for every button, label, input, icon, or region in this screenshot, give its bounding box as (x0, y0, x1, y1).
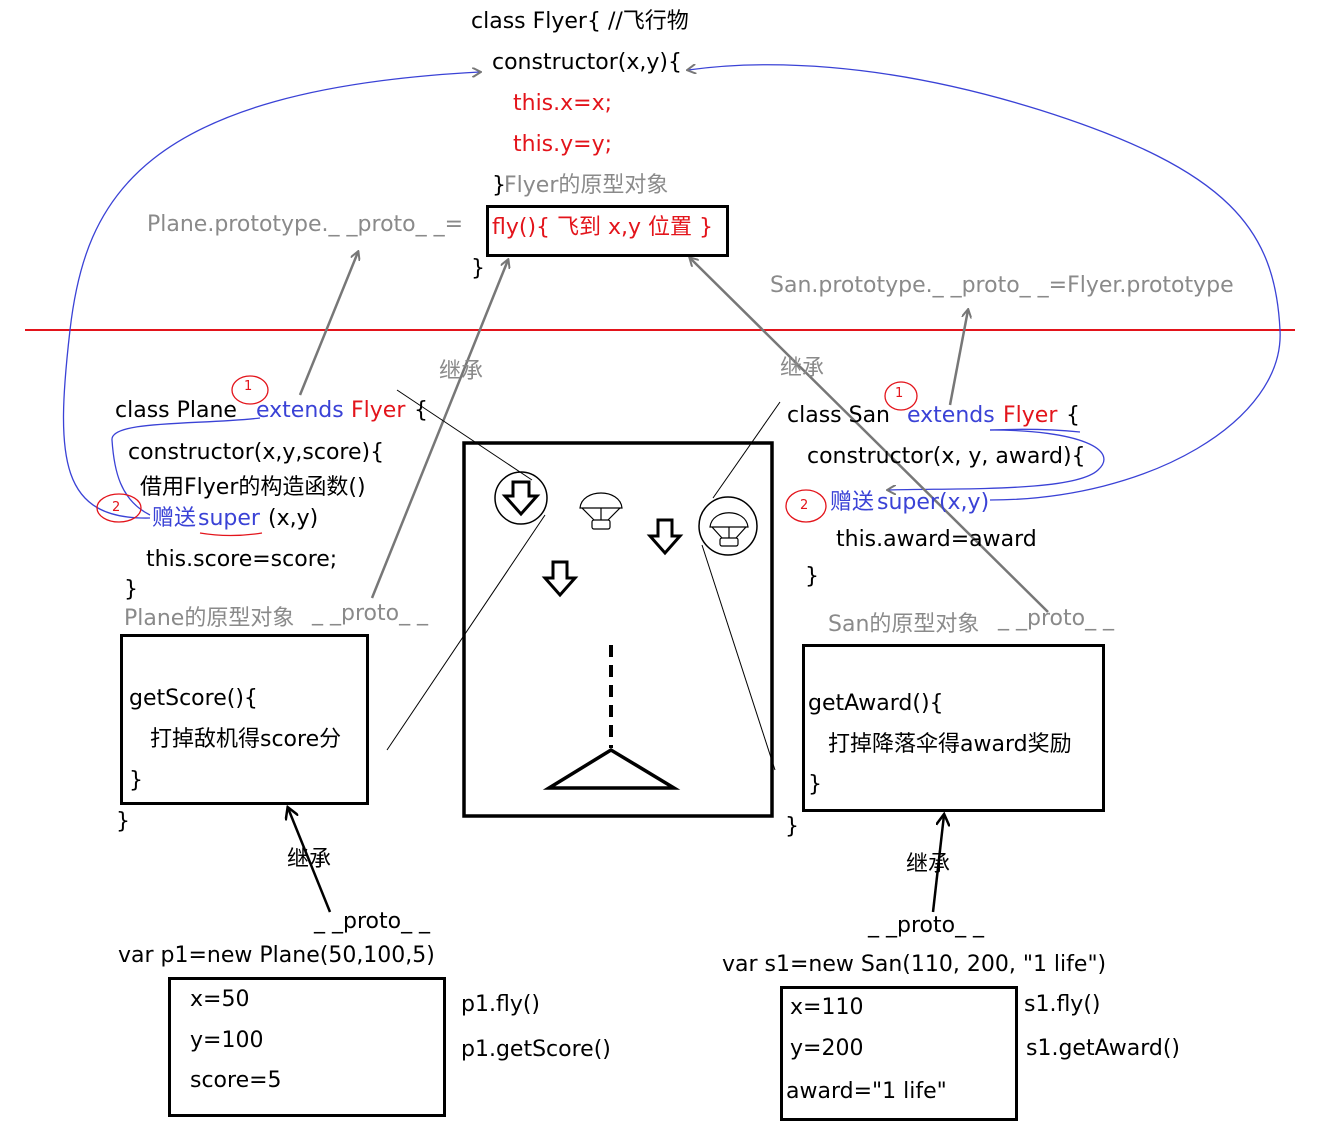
s1-proto-arrow (931, 815, 944, 913)
flyer-constructor-close: } (492, 173, 506, 198)
san-class-close: } (785, 814, 799, 839)
san-step-2: 2 (800, 498, 809, 513)
s1-object-box (780, 986, 1018, 1121)
san-proto-pointer (701, 544, 776, 771)
inherit-label-p1: 继承 (287, 847, 332, 872)
s1-x-value: x=110 (790, 995, 864, 1020)
enemy-plane-icon (501, 480, 541, 517)
plane-getscore-body: 打掉敌机得score分 (150, 727, 342, 752)
s1-y-value: y=200 (790, 1036, 864, 1061)
plane-class-close: } (116, 809, 130, 834)
san-extends-keyword: extends (907, 403, 995, 428)
san-prototype-label: San的原型对象 (828, 612, 980, 637)
flyer-class-close: } (471, 256, 485, 281)
parachute-circle (698, 496, 758, 556)
flyer-this-x: this.x=x; (513, 91, 613, 116)
p1-fly-call: p1.fly() (461, 992, 540, 1017)
san-parent-name: Flyer (1003, 403, 1058, 428)
san-award-assign: this.award=award (836, 527, 1037, 552)
s1-fly-call: s1.fly() (1024, 992, 1101, 1017)
san-proto-link: _ _proto_ _ (998, 606, 1115, 631)
san-constructor-close: } (805, 564, 819, 589)
plane-step-2: 2 (112, 500, 121, 515)
plane-proto-link: _ _proto_ _ (312, 601, 429, 626)
plane-prototype-label: Plane的原型对象 (124, 606, 295, 631)
super-curve-left (62, 72, 480, 519)
p1-object-box (168, 977, 446, 1117)
s1-proto-link: _ _proto_ _ (868, 913, 985, 938)
super-underline (199, 532, 263, 537)
p1-y-value: y=100 (190, 1028, 264, 1053)
plane-constructor-line: constructor(x,y,score){ (128, 440, 385, 465)
plane-circle-1 (231, 375, 269, 405)
san-proto-equation: San.prototype._ _proto_ _=Flyer.prototyp… (770, 273, 1234, 298)
plane-class-brace: { (414, 398, 428, 423)
plane-to-flyer-arrow (370, 260, 508, 599)
plane-circle-2 (96, 493, 142, 523)
p1-proto-arrow (288, 808, 332, 913)
flyer-class-line: class Flyer{ //飞行物 (471, 9, 689, 34)
san-class-keyword: class San (787, 403, 890, 428)
san-circle-2 (785, 489, 827, 523)
flyer-constructor-line: constructor(x,y){ (492, 50, 682, 75)
flyer-fly-method: fly(){ 飞到 x,y 位置 } (492, 215, 714, 240)
plane-ctor-bracket (111, 417, 261, 516)
ctor-underline (989, 428, 1081, 433)
plane-class-pointer (396, 389, 533, 481)
plane-super-keyword: super (198, 506, 260, 531)
san-getaward-close: } (808, 772, 822, 797)
plane-super-args: (x,y) (268, 506, 319, 531)
plane-constructor-close: } (124, 577, 138, 602)
s1-award-value: award="1 life" (786, 1079, 947, 1104)
p1-proto-link: _ _proto_ _ (314, 909, 431, 934)
s1-getaward-call: s1.getAward() (1026, 1036, 1180, 1061)
enemy-plane-icon (646, 518, 684, 556)
enemy-plane-circle (494, 471, 548, 525)
plane-give-label: 赠送 (152, 506, 197, 531)
parachute-icon (579, 492, 623, 530)
san-prototype-box (802, 644, 1105, 812)
super-curve-right (688, 65, 1281, 501)
san-constructor-line: constructor(x, y, award){ (807, 444, 1086, 469)
plane-proto-arrow (298, 252, 358, 396)
plane-borrow-line: 借用Flyer的构造函数() (140, 475, 366, 500)
p1-score-value: score=5 (190, 1068, 282, 1093)
flyer-prototype-box (486, 205, 729, 257)
enemy-plane-icon (541, 560, 579, 598)
plane-getscore-close: } (129, 768, 143, 793)
plane-step-1: 1 (244, 379, 253, 394)
san-step-1: 1 (895, 386, 904, 401)
plane-proto-pointer (386, 514, 546, 751)
plane-score-assign: this.score=score; (146, 547, 338, 572)
san-circle-1 (884, 381, 918, 411)
p1-x-value: x=50 (190, 987, 250, 1012)
plane-proto-equation: Plane.prototype._ _proto_ _= (147, 212, 464, 237)
plane-prototype-box (120, 634, 369, 805)
p1-getscore-call: p1.getScore() (461, 1037, 611, 1062)
san-getaward-body: 打掉降落伞得award奖励 (828, 732, 1072, 757)
san-proto-arrow (948, 310, 968, 406)
game-screen (462, 441, 774, 818)
san-to-flyer-arrow (690, 258, 1049, 613)
san-getaward-line: getAward(){ (808, 691, 944, 716)
flyer-prototype-label: Flyer的原型对象 (504, 173, 669, 198)
san-class-pointer (712, 401, 781, 499)
parachute-icon (709, 512, 749, 547)
flyer-this-y: this.y=y; (513, 132, 613, 157)
inherit-label-s1: 继承 (906, 852, 951, 877)
inherit-label-left: 继承 (439, 359, 484, 384)
player-ship-icon (542, 747, 681, 790)
san-class-brace: { (1066, 403, 1080, 428)
san-ctor-bracket (888, 429, 1105, 490)
san-give-label: 赠送 (830, 490, 875, 515)
plane-extends-keyword: extends (256, 398, 344, 423)
san-super-keyword: super(x,y) (877, 490, 990, 515)
s1-declaration: var s1=new San(110, 200, "1 life") (722, 952, 1107, 977)
plane-getscore-line: getScore(){ (129, 686, 258, 711)
plane-parent-name: Flyer (351, 398, 406, 423)
plane-class-keyword: class Plane (115, 398, 237, 423)
inherit-label-right: 继承 (780, 356, 825, 381)
p1-declaration: var p1=new Plane(50,100,5) (118, 943, 435, 968)
